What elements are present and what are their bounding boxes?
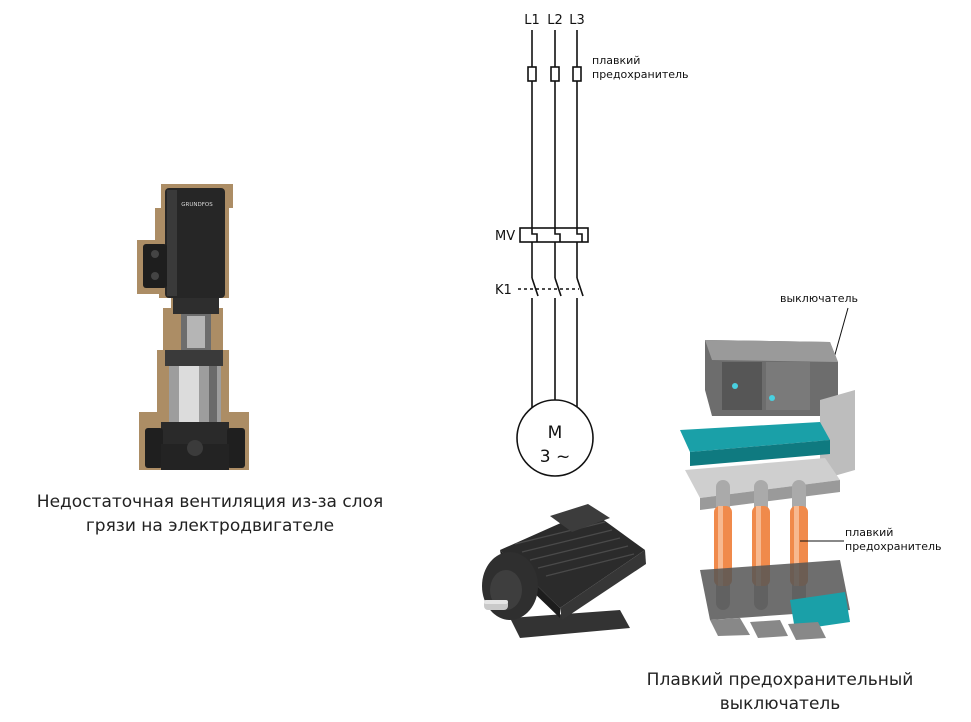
motor-fins xyxy=(514,521,635,577)
unit-fuse-leader-line xyxy=(800,540,844,542)
pump-illustration: GRUNDFOS xyxy=(125,180,255,485)
pump-caption: Недостаточная вентиляция из-за слоя гряз… xyxy=(20,490,400,538)
switch-unit-caption: Плавкий предохранительный выключатель xyxy=(620,668,940,716)
phase-label-l3: L3 xyxy=(569,13,585,28)
switch-leader-line xyxy=(833,307,849,359)
unit-fuse-label-line2: предохранитель xyxy=(845,540,942,553)
phase-label-l1: L1 xyxy=(524,13,540,28)
schematic-drawing: L1 L2 L3 xyxy=(495,13,689,477)
schematic-fuse-label-line1: плавкий xyxy=(592,54,640,67)
unit-fuse-label: плавкий предохранитель xyxy=(845,526,942,554)
fuse-switch-illustration xyxy=(670,330,860,650)
pump-caption-line1: Недостаточная вентиляция из-за слоя xyxy=(36,492,384,512)
schematic-fuse-label-line2: предохранитель xyxy=(592,68,689,81)
brand-text: GRUNDFOS xyxy=(181,202,213,208)
pump-caption-line2: грязи на электродвигателе xyxy=(85,516,335,536)
phase-label-l2: L2 xyxy=(547,13,563,28)
circuit-schematic: L1 L2 L3 xyxy=(480,0,710,485)
motor-label-3phase: 3 ~ xyxy=(540,447,570,467)
switch-unit-caption-line2: выключатель xyxy=(719,694,841,714)
switch-label: выключатель xyxy=(780,292,859,305)
unit-fuse-label-line1: плавкий xyxy=(845,526,894,539)
mv-label: MV xyxy=(495,229,515,244)
pump-drawing: GRUNDFOS xyxy=(137,184,249,470)
motor-drawing xyxy=(482,504,646,638)
electric-motor-illustration xyxy=(470,490,660,655)
motor-label-m: M xyxy=(548,423,563,443)
switch-unit-caption-line1: Плавкий предохранительный xyxy=(646,670,914,690)
k1-label: K1 xyxy=(495,283,512,298)
fuse-switch-drawing xyxy=(680,340,855,640)
phase-lines xyxy=(516,30,594,477)
